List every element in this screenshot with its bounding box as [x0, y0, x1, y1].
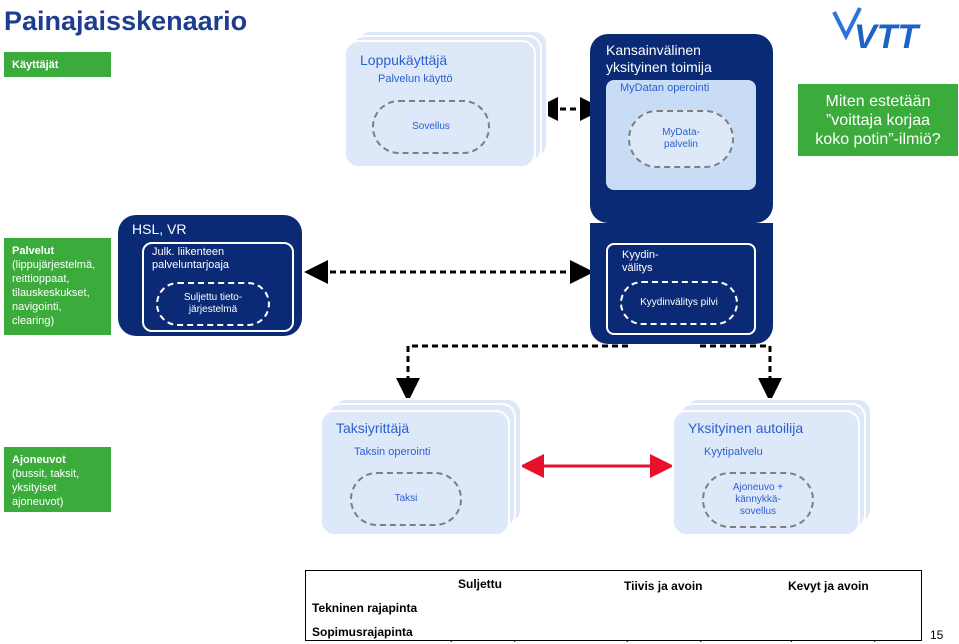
legend-row-contract: Sopimusrajapinta: [312, 625, 413, 639]
vehicle-phone-app: Ajoneuvo + kännykkä-sovellus: [702, 472, 814, 528]
ride-dispatch-title: Kyydin-välitys: [622, 249, 659, 274]
svg-text:VTT: VTT: [854, 18, 921, 54]
ride-dispatch-inner: Kyydin-välitys Kyydinvälitys pilvi: [606, 243, 756, 335]
closed-info-system-label: Suljettu tieto-järjestelmä: [183, 292, 243, 315]
legend-col-light-open: Kevyt ja avoin: [788, 579, 869, 593]
page-title: Painajaisskenaario: [4, 6, 248, 36]
taxi-vehicle: Taksi: [350, 472, 462, 526]
ride-dispatch-cloud-label: Kyydinvälitys pilvi: [640, 297, 718, 308]
arrow-dispatch-private: [698, 336, 782, 402]
row-label-vehicles-title: Ajoneuvot: [12, 454, 66, 466]
arrow-dispatch-taxi: [396, 336, 630, 402]
intl-operator-sub: MyDatan operointi: [620, 82, 710, 94]
page-number: 15: [930, 628, 944, 642]
intl-operator-inner: MyDatan operointi MyData-palvelin: [606, 80, 756, 190]
taxi-box: Taksiyrittäjä Taksin operointi Taksi: [320, 410, 510, 536]
end-user-app-label: Sovellus: [412, 121, 450, 132]
taxi-vehicle-label: Taksi: [394, 493, 418, 504]
end-user-sub: Palvelun käyttö: [378, 73, 453, 85]
private-driver-sub: Kyytipalvelu: [704, 446, 763, 458]
row-label-services-detail: (lippujärjestelmä, reittioppaat, tilausk…: [12, 259, 96, 327]
legend: Suljettu Tiivis ja avoin Kevyt ja avoin …: [305, 570, 922, 641]
question-callout: Miten estetään ”voittaja korjaa koko pot…: [798, 84, 958, 156]
hsl-vr-sub: Julk. liikenteen palveluntarjoaja: [152, 246, 230, 271]
hsl-vr-inner: Julk. liikenteen palveluntarjoaja Suljet…: [142, 242, 294, 332]
hsl-vr-title: HSL, VR: [132, 221, 187, 237]
closed-info-system: Suljettu tieto-järjestelmä: [156, 282, 270, 326]
callout-line-2: ”voittaja korjaa: [825, 112, 931, 129]
intl-operator-box: Kansainvälinen yksityinen toimija MyData…: [590, 34, 773, 223]
taxi-sub: Taksin operointi: [354, 446, 431, 458]
end-user-box: Loppukäyttäjä Palvelun käyttö Sovellus: [344, 40, 536, 168]
row-label-services-title: Palvelut: [12, 245, 55, 257]
hsl-vr-box: HSL, VR Julk. liikenteen palveluntarjoaj…: [118, 215, 302, 336]
row-label-vehicles-detail: (bussit, taksit, yksityiset ajoneuvot): [12, 468, 80, 508]
end-user-title: Loppukäyttäjä: [360, 52, 448, 68]
row-label-services: Palvelut (lippujärjestelmä, reittioppaat…: [4, 238, 111, 335]
taxi-title: Taksiyrittäjä: [336, 420, 410, 436]
mydata-server: MyData-palvelin: [628, 110, 734, 168]
row-label-users: Käyttäjät: [4, 52, 111, 77]
callout-line-3: koko potin”-ilmiö?: [815, 131, 941, 148]
row-label-vehicles: Ajoneuvot (bussit, taksit, yksityiset aj…: [4, 447, 111, 512]
vtt-logo: VTT: [826, 6, 950, 56]
private-driver-box: Yksityinen autoilija Kyytipalvelu Ajoneu…: [672, 410, 860, 536]
intl-operator-title: Kansainvälinen yksityinen toimija: [606, 42, 712, 75]
vehicle-phone-app-label: Ajoneuvo + kännykkä-sovellus: [732, 482, 784, 517]
end-user-app: Sovellus: [372, 100, 490, 154]
mydata-server-label: MyData-palvelin: [662, 127, 700, 150]
private-driver-title: Yksityinen autoilija: [688, 420, 804, 436]
ride-dispatch-cloud: Kyydinvälitys pilvi: [620, 281, 738, 325]
callout-line-1: Miten estetään: [825, 93, 931, 110]
legend-row-technical: Tekninen rajapinta: [312, 601, 418, 615]
ride-dispatch-box: Kyydin-välitys Kyydinvälitys pilvi: [590, 223, 773, 344]
legend-col-closed: Suljettu: [458, 577, 502, 591]
legend-col-tight-open: Tiivis ja avoin: [624, 579, 703, 593]
row-label-users-text: Käyttäjät: [12, 59, 59, 71]
